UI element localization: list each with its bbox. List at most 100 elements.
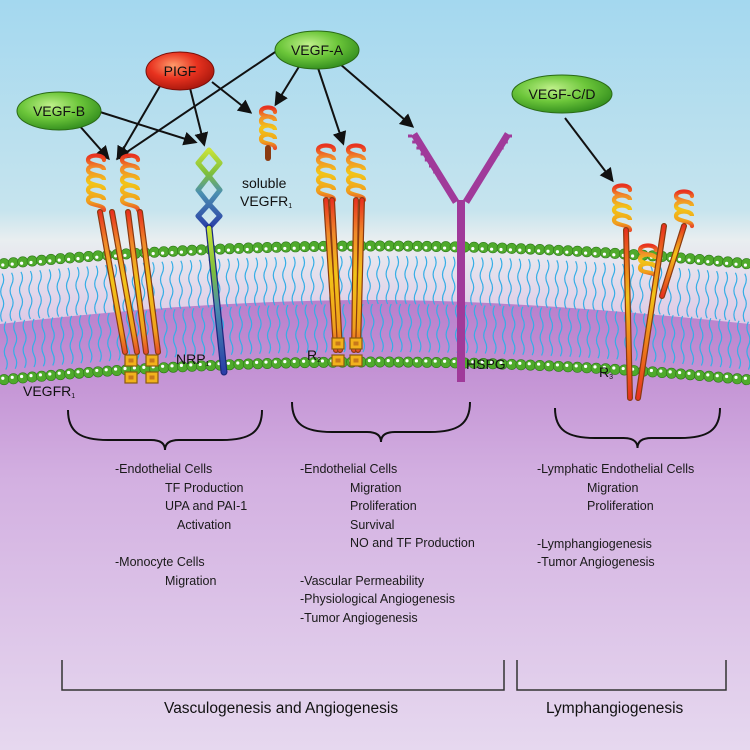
- vegf-a-label: VEGF-A: [290, 42, 344, 58]
- lipid-head-highlight: [414, 359, 418, 363]
- vegfr1-coil-0: [85, 153, 107, 213]
- lipid-head-highlight: [696, 259, 701, 263]
- lipid-head-highlight: [480, 247, 484, 251]
- lipid-head-highlight: [179, 363, 183, 367]
- lipid-head-highlight: [490, 360, 494, 364]
- lipid-head-highlight: [696, 372, 701, 376]
- lipid-head: [534, 359, 546, 371]
- vegfr1-stalk-right-a: [126, 210, 148, 354]
- lipid-head-highlight: [405, 359, 409, 363]
- lipid-head: [36, 254, 48, 266]
- vegfa-to-hspg-arrow: [339, 63, 415, 128]
- lipid-head-highlight: [10, 262, 14, 266]
- lipid-head-highlight: [114, 254, 118, 258]
- lipid-head-highlight: [574, 251, 578, 255]
- lipid-head-highlight: [555, 250, 560, 254]
- lipid-head-highlight: [715, 374, 719, 378]
- lipid-head: [289, 241, 301, 253]
- lipid-head: [571, 245, 583, 257]
- lipid-head-highlight: [76, 370, 80, 374]
- lipid-head-highlight: [499, 247, 503, 252]
- vegfr1-stalk-right-b: [138, 210, 160, 354]
- lipid-head-highlight: [311, 359, 315, 363]
- lipid-head-highlight: [621, 366, 625, 371]
- lipid-head: [421, 356, 433, 368]
- lipid-head-highlight: [734, 262, 738, 266]
- lipid-head: [506, 242, 518, 254]
- lipid-head-highlight: [593, 252, 597, 256]
- effects-column-r3: -Lymphatic Endothelial Cells Migration P…: [537, 460, 694, 572]
- lipid-head-highlight: [405, 245, 409, 250]
- lipid-head-highlight: [1, 263, 5, 267]
- lipid-head: [73, 251, 85, 263]
- lipid-head-highlight: [161, 364, 165, 368]
- lipid-head-highlight: [283, 360, 287, 364]
- lipid-head-highlight: [584, 251, 588, 255]
- lipid-head-highlight: [189, 363, 193, 367]
- pigf-to-soluble-arrow: [211, 81, 253, 114]
- lipid-head: [487, 242, 499, 254]
- r2-kinase-4-core: [353, 358, 359, 363]
- lipid-head-highlight: [678, 370, 682, 375]
- lipid-head: [731, 257, 743, 269]
- lipid-head: [252, 242, 264, 254]
- lipid-head: [383, 240, 395, 252]
- lipid-head: [694, 369, 706, 381]
- lipid-head: [242, 242, 254, 254]
- lipid-head: [45, 369, 57, 381]
- lipid-head: [167, 245, 179, 257]
- lipid-head: [83, 250, 95, 262]
- lipid-head-highlight: [602, 252, 607, 256]
- lipid-head: [17, 372, 29, 384]
- lipid-head: [562, 361, 574, 373]
- lipid-head-highlight: [706, 260, 710, 264]
- lipid-head-highlight: [593, 365, 597, 369]
- lipid-head-highlight: [631, 254, 635, 258]
- r3-stalk-cross: [660, 224, 686, 298]
- lipid-head-highlight: [367, 245, 371, 250]
- lipid-head-highlight: [142, 365, 146, 369]
- lipid-head: [703, 254, 715, 266]
- vegf-a-ligand: VEGF-A: [275, 31, 359, 69]
- lipid-head-highlight: [668, 370, 672, 374]
- lipid-head: [684, 253, 696, 265]
- spacer: [537, 516, 694, 535]
- lipid-head-highlight: [687, 258, 691, 262]
- lipid-head-highlight: [95, 255, 99, 259]
- lipid-head: [374, 240, 386, 252]
- lipid-head-highlight: [292, 359, 296, 364]
- vegfr1-kinase-4-core: [149, 375, 155, 380]
- lipid-head: [111, 365, 123, 377]
- soluble-label: soluble: [242, 175, 287, 191]
- vegfb-to-nrp1-arrow: [99, 111, 198, 146]
- lipid-head-highlight: [85, 369, 89, 373]
- lipid-head: [402, 356, 414, 368]
- lipid-head-highlight: [255, 247, 259, 251]
- lipid-head: [177, 245, 189, 257]
- lipid-head-highlight: [725, 261, 729, 265]
- lipid-head-highlight: [386, 245, 390, 250]
- effect-item: -Lymphangiogenesis: [537, 536, 652, 551]
- lipid-head: [271, 241, 283, 253]
- effects-column-r2: -Endothelial Cells Migration Proliferati…: [300, 460, 475, 627]
- vegfb-to-vegfr1-arrow: [77, 123, 110, 161]
- lipid-head-highlight: [471, 360, 475, 364]
- r2-stalk-left-b: [330, 198, 342, 352]
- lipid-head-highlight: [114, 367, 118, 371]
- footer-right-label: Lymphangiogenesis: [546, 700, 684, 717]
- lipid-head-highlight: [273, 247, 277, 251]
- lipid-head: [553, 360, 565, 372]
- lipid-head-highlight: [179, 250, 183, 254]
- lipid-head-highlight: [518, 248, 522, 252]
- lipid-head-highlight: [85, 256, 89, 260]
- lipid-head-highlight: [20, 374, 24, 379]
- lipid-head-highlight: [452, 359, 456, 364]
- lipid-head: [553, 244, 565, 256]
- pigf-ligand: PIGF: [146, 52, 214, 90]
- lipid-head: [365, 356, 377, 368]
- lipid-head-highlight: [499, 361, 503, 365]
- lipid-head-highlight: [339, 245, 343, 250]
- effect-item: -Physiological Angiogenesis: [300, 592, 455, 606]
- lipid-head-highlight: [38, 373, 43, 377]
